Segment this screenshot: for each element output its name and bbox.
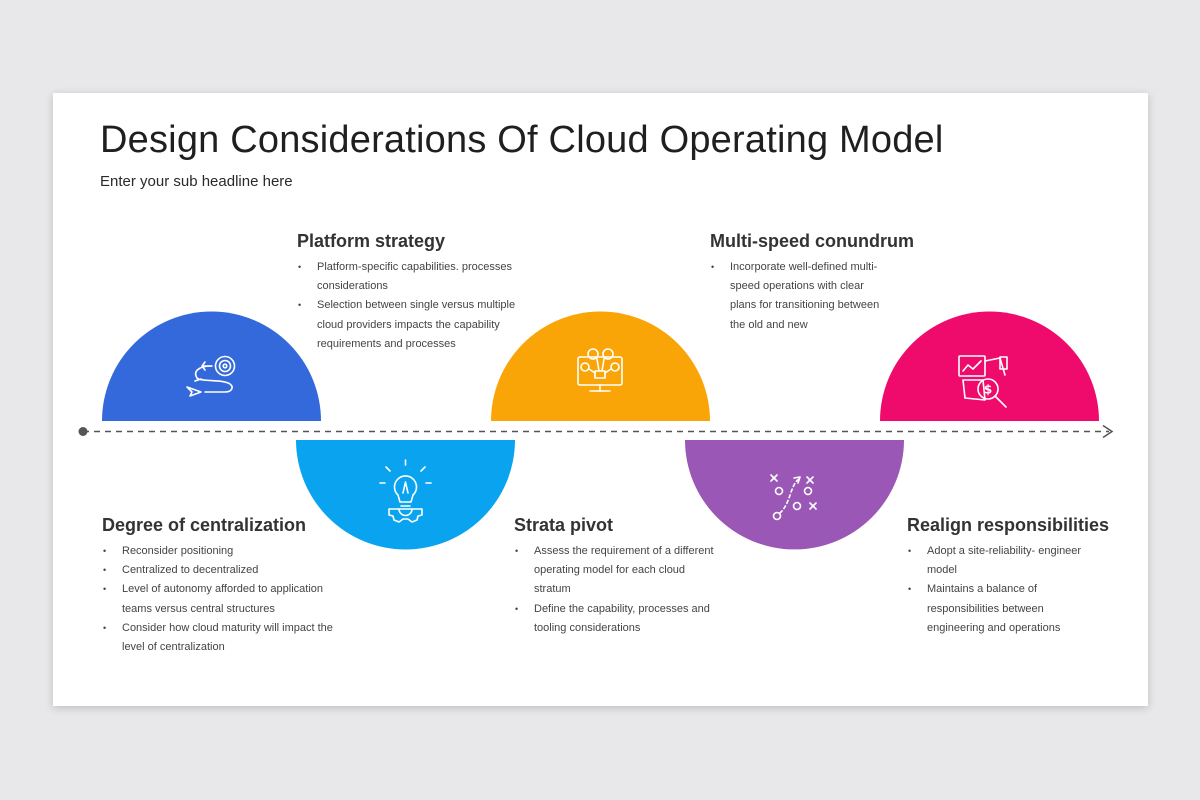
page-title: Design Considerations Of Cloud Operating…: [100, 119, 944, 161]
semicircle-strata: [685, 440, 904, 550]
target-path-icon: [186, 355, 236, 397]
finance-analysis-icon: $: [958, 355, 1008, 408]
monitor-network-icon: [577, 348, 623, 392]
strategy-play-icon: [770, 474, 817, 521]
semicircle-centralization: [296, 440, 515, 550]
timeline-arrowhead: [1102, 424, 1114, 439]
step-bullets-realign: Adopt a site-reliability- engineer model…: [907, 542, 1097, 638]
step-heading-platform: Platform strategy: [297, 231, 446, 251]
list-item: Assess the requirement of a different op…: [514, 542, 724, 600]
slide: Design Considerations Of Cloud Operating…: [53, 93, 1148, 706]
step-block-strata: Strata pivot Assess the requirement of a…: [514, 515, 724, 638]
lightbulb-gear-icon: [379, 459, 432, 523]
semicircle-realign: [880, 311, 1099, 421]
timeline-diagram: $: [78, 311, 1114, 550]
step-bullets-multispeed: Incorporate well-defined multi-speed ope…: [710, 258, 890, 335]
list-item: Platform-specific capabilities. processe…: [297, 258, 517, 296]
list-item: Selection between single versus multiple…: [297, 296, 517, 354]
list-item: Reconsider positioning: [102, 542, 347, 561]
step-bullets-centralization: Reconsider positioning Centralized to de…: [102, 542, 347, 657]
timeline-start-dot: [78, 427, 88, 436]
list-item: Centralized to decentralized: [102, 561, 347, 580]
semicircle-multispeed: [491, 311, 710, 421]
step-bullets-strata: Assess the requirement of a different op…: [514, 542, 724, 638]
step-block-centralization: Degree of centralization Reconsider posi…: [102, 515, 347, 657]
step-block-realign: Realign responsibilities Adopt a site-re…: [907, 515, 1110, 638]
step-block-multispeed: Multi-speed conundrum Incorporate well-d…: [710, 231, 914, 335]
step-heading-strata: Strata pivot: [514, 515, 614, 535]
svg-text:$: $: [984, 383, 992, 397]
step-bullets-platform: Platform-specific capabilities. processe…: [297, 258, 517, 354]
list-item: Incorporate well-defined multi-speed ope…: [710, 258, 890, 335]
list-item: Consider how cloud maturity will impact …: [102, 619, 347, 657]
page-subtitle: Enter your sub headline here: [100, 173, 293, 190]
list-item: Level of autonomy afforded to applicatio…: [102, 580, 347, 618]
step-heading-realign: Realign responsibilities: [907, 515, 1110, 535]
list-item: Define the capability, processes and too…: [514, 600, 724, 638]
list-item: Maintains a balance of responsibilities …: [907, 580, 1097, 638]
step-block-platform: Platform strategy Platform-specific capa…: [297, 231, 517, 354]
step-heading-centralization: Degree of centralization: [102, 515, 307, 535]
list-item: Adopt a site-reliability- engineer model: [907, 542, 1097, 580]
step-heading-multispeed: Multi-speed conundrum: [710, 231, 914, 251]
